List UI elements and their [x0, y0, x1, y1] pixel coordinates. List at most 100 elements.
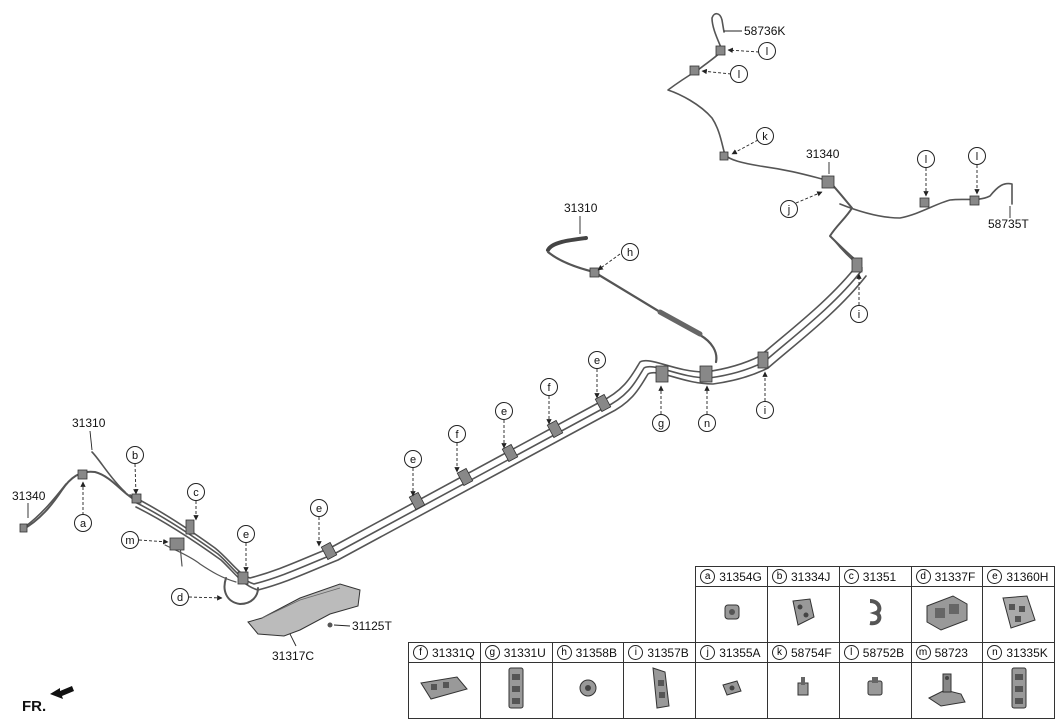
legend-letter: n [987, 645, 1003, 660]
callout-e1: e [588, 351, 606, 369]
tall-clip-icon [503, 664, 529, 717]
legend-letter: k [772, 645, 787, 660]
legend-letter: a [700, 569, 716, 584]
svg-text:b: b [132, 450, 138, 462]
svg-text:e: e [594, 355, 600, 367]
legend-letter: c [843, 569, 859, 584]
part-label-31317C: 31317C [272, 649, 314, 663]
legend-part-number: 58754F [791, 645, 832, 660]
svg-text:c: c [193, 487, 199, 499]
callout-k: k [756, 127, 774, 145]
svg-text:e: e [501, 406, 507, 418]
callout-n: n [698, 414, 716, 432]
callout-c: c [187, 483, 205, 501]
long-clip-icon [417, 673, 471, 708]
legend-letter: e [987, 569, 1003, 584]
legend-part-number: 31360H [1006, 569, 1049, 584]
tube-bundle [21, 12, 1013, 605]
callout-e4: e [310, 499, 328, 517]
callout-i1: i [850, 305, 868, 323]
svg-text:f: f [455, 429, 459, 441]
tall-clip-icon [1006, 664, 1032, 717]
svg-text:l: l [738, 69, 740, 81]
callout-f2: f [448, 425, 466, 443]
callout-e2: e [495, 402, 513, 420]
svg-text:f: f [547, 382, 551, 394]
callout-a: a [74, 514, 92, 532]
callout-l4: l [968, 147, 986, 165]
svg-text:l: l [925, 154, 927, 166]
legend-letter: d [915, 569, 931, 584]
svg-text:d: d [177, 592, 183, 604]
callout-l1: l [758, 42, 776, 60]
callout-h: h [621, 243, 639, 261]
callout-b: b [126, 446, 144, 464]
hook-clip-icon [862, 597, 888, 632]
mount-bracket-icon [925, 668, 969, 713]
part-label-31125T: 31125T [352, 619, 392, 633]
callout-e3: e [404, 450, 422, 468]
legend-letter: h [556, 645, 572, 660]
svg-text:i: i [858, 309, 860, 321]
angled-clip-icon [645, 664, 675, 717]
legend-letter: f [413, 645, 428, 660]
legend-part-number: 58723 [934, 645, 968, 660]
legend-part-number: 31337F [934, 569, 976, 584]
bolt-icon [327, 622, 333, 628]
callouts: l l k j l l h i i n g e f e f e e e c b … [74, 42, 986, 606]
legend-letter: l [843, 645, 859, 660]
svg-text:e: e [316, 503, 322, 515]
bracket-clip-icon [788, 595, 818, 634]
pin-clip-icon [793, 675, 813, 706]
legend-cell-f: f 31331Q [408, 642, 481, 719]
clip-icon [719, 599, 745, 630]
legend-part-number: 31331U [503, 645, 546, 660]
part-label-58735T: 58735T [988, 217, 1029, 231]
legend-part-number: 31351 [862, 569, 897, 584]
part-label-31340-left: 31340 [12, 489, 46, 503]
callout-l2: l [730, 65, 748, 83]
svg-text:h: h [627, 247, 633, 259]
svg-text:l: l [766, 46, 768, 58]
svg-text:e: e [410, 454, 416, 466]
legend-part-number: 31331Q [432, 645, 475, 660]
callout-i2: i [756, 401, 774, 419]
part-labels: 58736K 58735T 31340 31340 31310 31310 31… [12, 24, 1029, 663]
svg-text:j: j [787, 204, 790, 216]
heat-shield [247, 583, 361, 637]
callout-f1: f [540, 378, 558, 396]
svg-text:e: e [243, 529, 249, 541]
legend-letter: m [915, 645, 931, 660]
svg-text:k: k [762, 131, 768, 143]
svg-text:g: g [658, 418, 664, 430]
svg-text:m: m [125, 535, 134, 547]
legend-letter: j [700, 645, 716, 660]
small-clip-icon [719, 677, 745, 704]
legend-part-number: 31354G [719, 569, 762, 584]
svg-text:l: l [976, 151, 978, 163]
grommet-icon [576, 676, 600, 705]
leader-lines [27, 30, 1011, 647]
callout-e5: e [237, 525, 255, 543]
legend-part-number: 31335K [1006, 645, 1048, 660]
front-label: FR. [22, 698, 46, 715]
legend-part-number: 58752B [862, 645, 905, 660]
block-clip-icon [923, 592, 971, 637]
callout-d: d [171, 588, 189, 606]
legend-letter: i [628, 645, 644, 660]
svg-text:i: i [764, 405, 766, 417]
svg-text:a: a [80, 518, 87, 530]
callout-m: m [121, 531, 139, 549]
